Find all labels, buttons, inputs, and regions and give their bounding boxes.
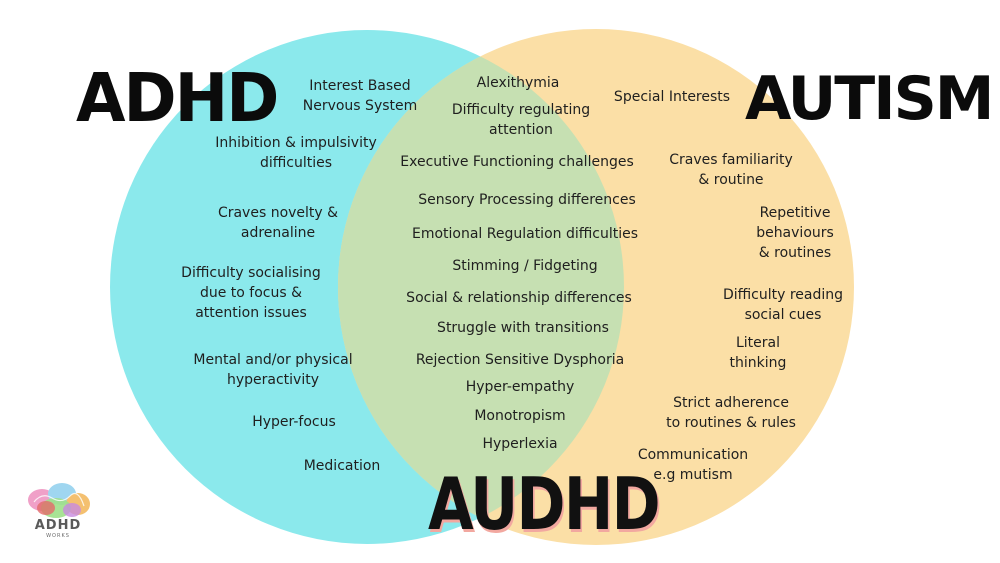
autism-trait: Craves familiarity & routine xyxy=(669,152,793,188)
autism-trait: Literal thinking xyxy=(729,335,787,371)
adhd-trait: Craves novelty & adrenaline xyxy=(217,205,339,241)
adhd-trait: Hyper-focus xyxy=(252,414,336,430)
autism-trait: Communication e.g mutism xyxy=(637,447,749,483)
shared-trait: Hyperlexia xyxy=(482,436,558,452)
adhd-trait: Interest Based Nervous System xyxy=(302,78,418,114)
shared-trait: Hyper-empathy xyxy=(465,379,575,395)
adhd-trait: Medication xyxy=(303,458,381,474)
audhd-title: AUDHD xyxy=(428,462,661,546)
autism-trait: Difficulty reading social cues xyxy=(722,287,844,323)
shared-trait: Struggle with transitions xyxy=(437,320,609,336)
adhd-trait: Inhibition & impulsivity difficulties xyxy=(215,135,377,171)
logo-subtext: WORKS xyxy=(46,533,70,539)
shared-trait: Executive Functioning challenges xyxy=(400,154,634,170)
shared-trait: Social & relationship differences xyxy=(406,290,632,306)
autism-trait: Strict adherence to routines & rules xyxy=(666,395,796,431)
overlap-region xyxy=(338,30,624,544)
shared-trait: Monotropism xyxy=(474,408,566,424)
shared-trait: Alexithymia xyxy=(476,75,560,91)
shared-trait: Emotional Regulation difficulties xyxy=(411,226,639,242)
autism-trait: Repetitive behaviours & routines xyxy=(756,205,834,261)
shared-trait: Stimming / Fidgeting xyxy=(452,258,598,274)
shared-trait: Sensory Processing differences xyxy=(418,192,636,208)
autism-title: AUTISM xyxy=(745,64,994,134)
autism-trait: Special Interests xyxy=(613,89,731,105)
adhd-trait: Difficulty socialising due to focus & at… xyxy=(181,265,321,321)
brain-logo-icon xyxy=(28,483,90,518)
logo-text: ADHD xyxy=(34,518,82,533)
shared-trait: Difficulty regulating attention xyxy=(451,102,591,138)
adhd-trait: Mental and/or physical hyperactivity xyxy=(193,352,353,388)
shared-trait: Rejection Sensitive Dysphoria xyxy=(415,352,625,368)
adhd-title: ADHD xyxy=(76,60,279,138)
